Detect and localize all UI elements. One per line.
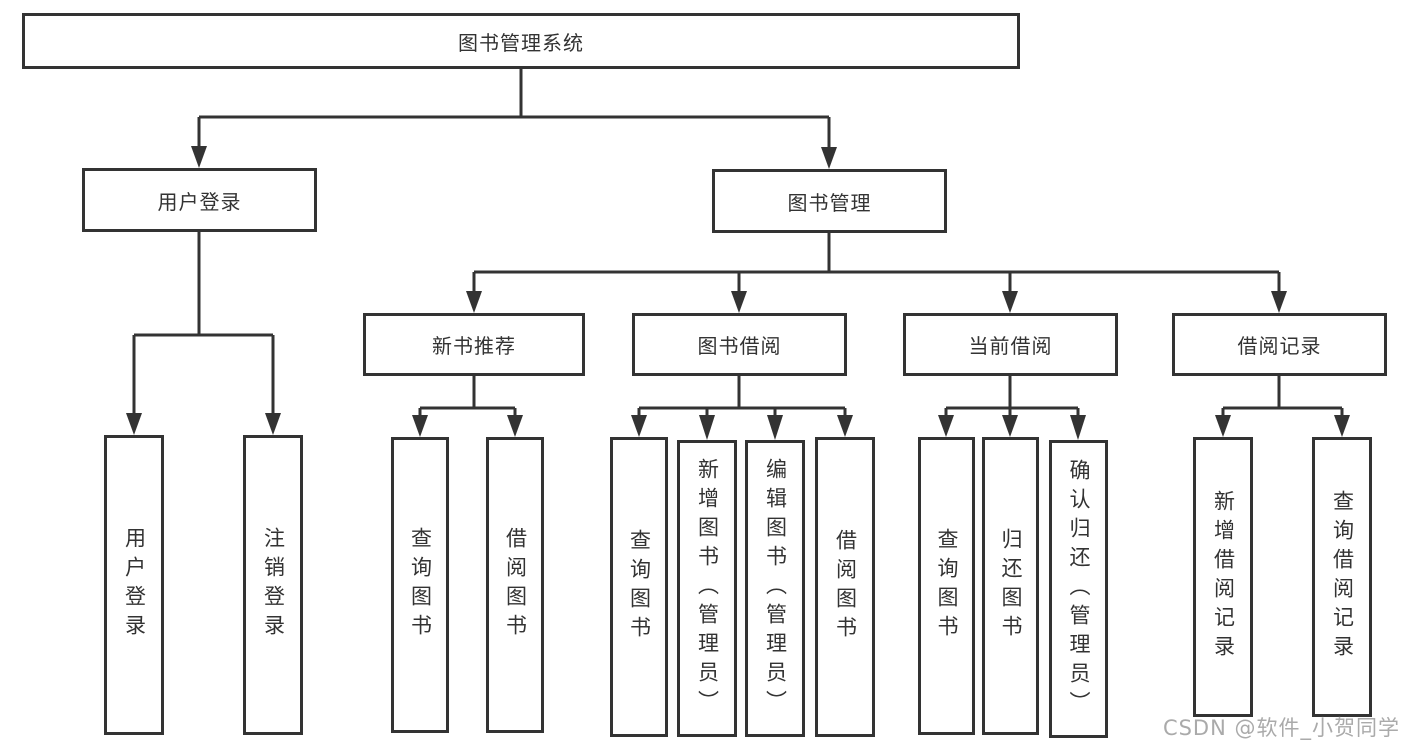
leaf-label: 注销登录 xyxy=(261,527,286,643)
csdn-watermark: CSDN @软件_小贺同学 xyxy=(1162,716,1400,740)
leaf-add-books-admin: 新增图书（管理员） xyxy=(677,440,737,737)
leaf-return-books: 归还图书 xyxy=(982,437,1039,735)
leaf-borrow-books: 借阅图书 xyxy=(486,437,544,733)
leaf-label: 编辑图书（管理员） xyxy=(763,458,788,719)
leaf-label: 新增图书（管理员） xyxy=(695,458,720,719)
node-user-login: 用户登录 xyxy=(82,168,317,232)
leaf-label: 用户登录 xyxy=(122,527,147,643)
node-book-management: 图书管理 xyxy=(712,169,947,233)
leaf-label: 查询图书 xyxy=(935,528,959,644)
node-new-book-recommend: 新书推荐 xyxy=(363,313,585,376)
leaf-label: 借阅图书 xyxy=(503,527,528,643)
leaf-query-borrow-record: 查询借阅记录 xyxy=(1312,437,1372,717)
leaf-label: 查询图书 xyxy=(627,529,652,645)
leaf-query-books: 查询图书 xyxy=(610,437,668,737)
leaf-add-borrow-record: 新增借阅记录 xyxy=(1193,437,1253,717)
node-current-borrowing: 当前借阅 xyxy=(903,313,1118,376)
leaf-query-books: 查询图书 xyxy=(918,437,975,735)
leaf-label: 新增借阅记录 xyxy=(1211,490,1236,664)
leaf-edit-books-admin: 编辑图书（管理员） xyxy=(745,440,805,737)
leaf-label: 借阅图书 xyxy=(833,529,858,645)
leaf-label: 确认归还（管理员） xyxy=(1067,458,1091,720)
leaf-user-login: 用户登录 xyxy=(104,435,164,735)
leaf-confirm-return-admin: 确认归还（管理员） xyxy=(1049,440,1108,738)
node-book-borrowing: 图书借阅 xyxy=(632,313,847,376)
leaf-label: 查询图书 xyxy=(408,527,433,643)
leaf-query-books: 查询图书 xyxy=(391,437,449,733)
leaf-logout-login: 注销登录 xyxy=(243,435,303,735)
leaf-borrow-books: 借阅图书 xyxy=(815,437,875,737)
leaf-label: 归还图书 xyxy=(999,528,1023,644)
node-borrowing-records: 借阅记录 xyxy=(1172,313,1387,376)
leaf-label: 查询借阅记录 xyxy=(1330,490,1355,664)
node-library-management-system: 图书管理系统 xyxy=(22,13,1020,69)
